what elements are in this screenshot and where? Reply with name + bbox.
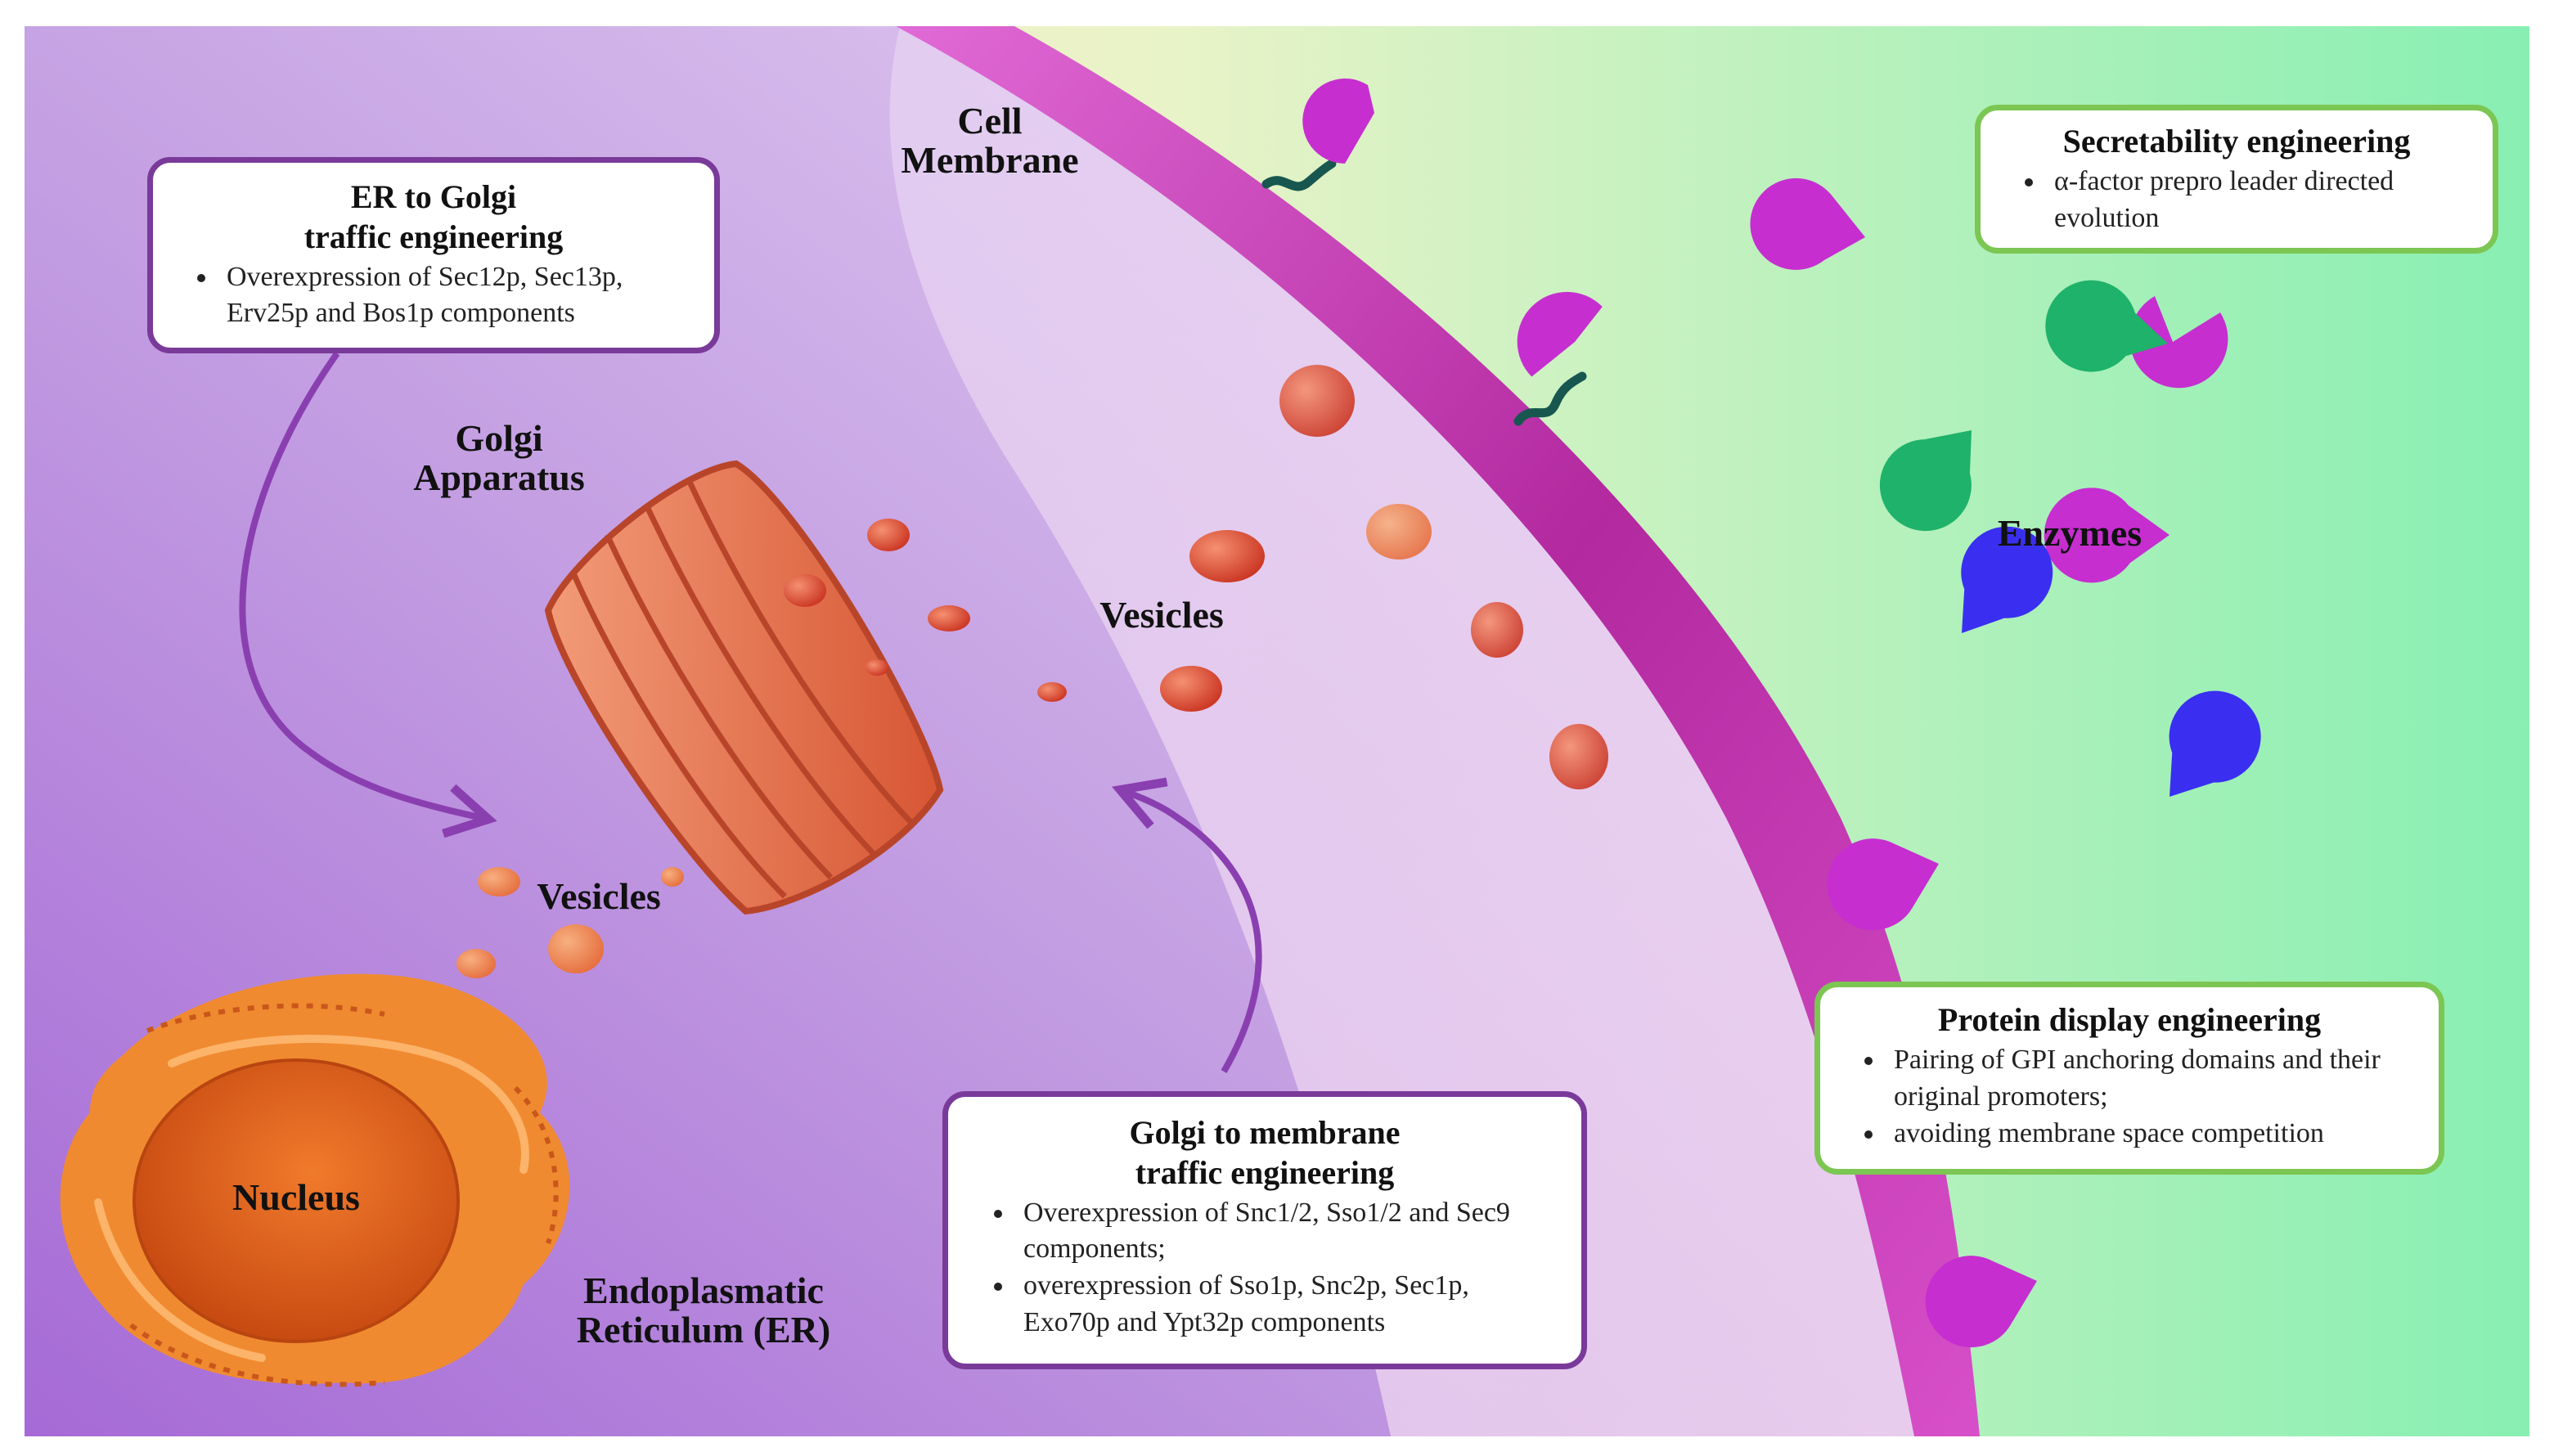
vesicle bbox=[1549, 724, 1608, 789]
golgi-label-line2: Apparatus bbox=[413, 456, 585, 499]
protein-display-title-line1: Protein display engineering bbox=[1937, 1001, 2322, 1038]
squiggle-anchor-icon bbox=[1261, 159, 1337, 191]
membrane-vesicles bbox=[1279, 365, 1608, 789]
golgi-to-membrane-item-1: Overexpression of Snc1/2, Sso1/2 and Sec… bbox=[1015, 1195, 1560, 1269]
golgi-to-membrane-list: Overexpression of Snc1/2, Sso1/2 and Sec… bbox=[969, 1195, 1560, 1342]
secretability-item: α-factor prepro leader directed evolutio… bbox=[2046, 164, 2473, 237]
er-label-line1: Endoplasmatic bbox=[583, 1270, 824, 1311]
vesicle bbox=[1471, 602, 1523, 658]
er-to-golgi-title: ER to Golgi traffic engineering bbox=[173, 178, 695, 258]
pac-man-enzyme-icon bbox=[1750, 178, 1865, 270]
secretability-box: Secretability engineering α-factor prepr… bbox=[1975, 105, 2498, 254]
vesicle bbox=[478, 867, 520, 897]
protein-display-title: Protein display engineering bbox=[1840, 1000, 2419, 1040]
secretability-list: α-factor prepro leader directed evolutio… bbox=[2000, 164, 2473, 237]
vesicle bbox=[1279, 365, 1355, 437]
pac-man-enzyme-icon bbox=[2169, 690, 2261, 797]
golgi-to-membrane-item-2: overexpression of Sso1p, Snc2p, Sec1p, E… bbox=[1015, 1268, 1560, 1341]
golgi-to-membrane-title: Golgi to membrane traffic engineering bbox=[969, 1113, 1560, 1193]
vesicle bbox=[548, 924, 604, 973]
nucleus bbox=[133, 1058, 460, 1343]
golgi-to-membrane-title-line2: traffic engineering bbox=[1135, 1153, 1395, 1191]
pac-man-enzyme-icon bbox=[1827, 838, 1940, 931]
pac-man-enzyme-icon bbox=[1925, 1256, 2037, 1348]
er-vesicles bbox=[456, 867, 684, 978]
vesicle bbox=[1189, 530, 1265, 582]
protein-display-item-1: Pairing of GPI anchoring domains and the… bbox=[1886, 1042, 2419, 1116]
pac-man-enzyme-icon bbox=[2045, 280, 2168, 372]
cell-membrane bbox=[896, 26, 1980, 1436]
nucleus-label: Nucleus bbox=[232, 1176, 360, 1218]
pac-man-enzyme-icon bbox=[1302, 79, 1374, 164]
vesicle bbox=[1366, 504, 1432, 559]
vesicle bbox=[928, 605, 970, 631]
vesicle bbox=[866, 659, 888, 676]
enzymes-group bbox=[1302, 79, 2261, 1348]
protein-display-item-2: avoiding membrane space competition bbox=[1886, 1116, 2419, 1153]
pac-man-enzyme-icon bbox=[1961, 526, 2053, 633]
er-to-golgi-arrow bbox=[239, 351, 497, 838]
pac-man-enzyme-icon bbox=[1879, 430, 1972, 532]
vesicles-label-bottom: Vesicles bbox=[537, 875, 661, 917]
er-label: Endoplasmatic Reticulum (ER) bbox=[524, 1270, 884, 1351]
secretability-title-line1: Secretability engineering bbox=[2062, 123, 2411, 160]
golgi-label-line1: Golgi bbox=[455, 417, 543, 459]
er-to-golgi-box: ER to Golgi traffic engineering Overexpr… bbox=[147, 157, 720, 353]
vesicle bbox=[1160, 666, 1222, 712]
er-to-golgi-title-line1: ER to Golgi bbox=[350, 178, 517, 215]
er-to-golgi-title-line2: traffic engineering bbox=[304, 218, 564, 255]
squiggle-anchor-icon bbox=[1513, 371, 1587, 426]
pac-man-enzyme-icon bbox=[2129, 296, 2228, 389]
protein-display-list: Pairing of GPI anchoring domains and the… bbox=[1840, 1042, 2419, 1153]
golgi-vesicles bbox=[784, 519, 1265, 712]
vesicle bbox=[784, 574, 826, 607]
cell-membrane-label: Cell Membrane bbox=[867, 101, 1113, 181]
vesicle bbox=[867, 519, 910, 551]
pac-man-enzyme-icon bbox=[2044, 488, 2170, 583]
golgi-to-membrane-arrow bbox=[1112, 777, 1262, 1074]
cell-membrane-label-line2: Membrane bbox=[901, 139, 1079, 182]
vesicles-label-top: Vesicles bbox=[1099, 594, 1224, 636]
er-to-golgi-list: Overexpression of Sec12p, Sec13p, Erv25p… bbox=[173, 259, 695, 333]
cell-membrane-label-line1: Cell bbox=[957, 100, 1023, 142]
golgi-to-membrane-box: Golgi to membrane traffic engineering Ov… bbox=[942, 1091, 1587, 1369]
cytoplasm-inner-region bbox=[889, 26, 1914, 1436]
protein-display-box: Protein display engineering Pairing of G… bbox=[1814, 982, 2444, 1175]
er-to-golgi-item: Overexpression of Sec12p, Sec13p, Erv25p… bbox=[218, 259, 695, 333]
golgi-to-membrane-title-line1: Golgi to membrane bbox=[1129, 1114, 1401, 1151]
golgi-apparatus bbox=[544, 460, 944, 915]
vesicle bbox=[1037, 682, 1067, 702]
golgi-apparatus-label: Golgi Apparatus bbox=[368, 417, 630, 499]
pac-man-enzyme-icon bbox=[1517, 291, 1603, 377]
vesicle bbox=[661, 867, 684, 887]
er-label-line2: Reticulum (ER) bbox=[576, 1309, 831, 1351]
vesicle bbox=[456, 949, 496, 978]
enzymes-label: Enzymes bbox=[1997, 512, 2143, 554]
secretability-title: Secretability engineering bbox=[2000, 122, 2473, 162]
